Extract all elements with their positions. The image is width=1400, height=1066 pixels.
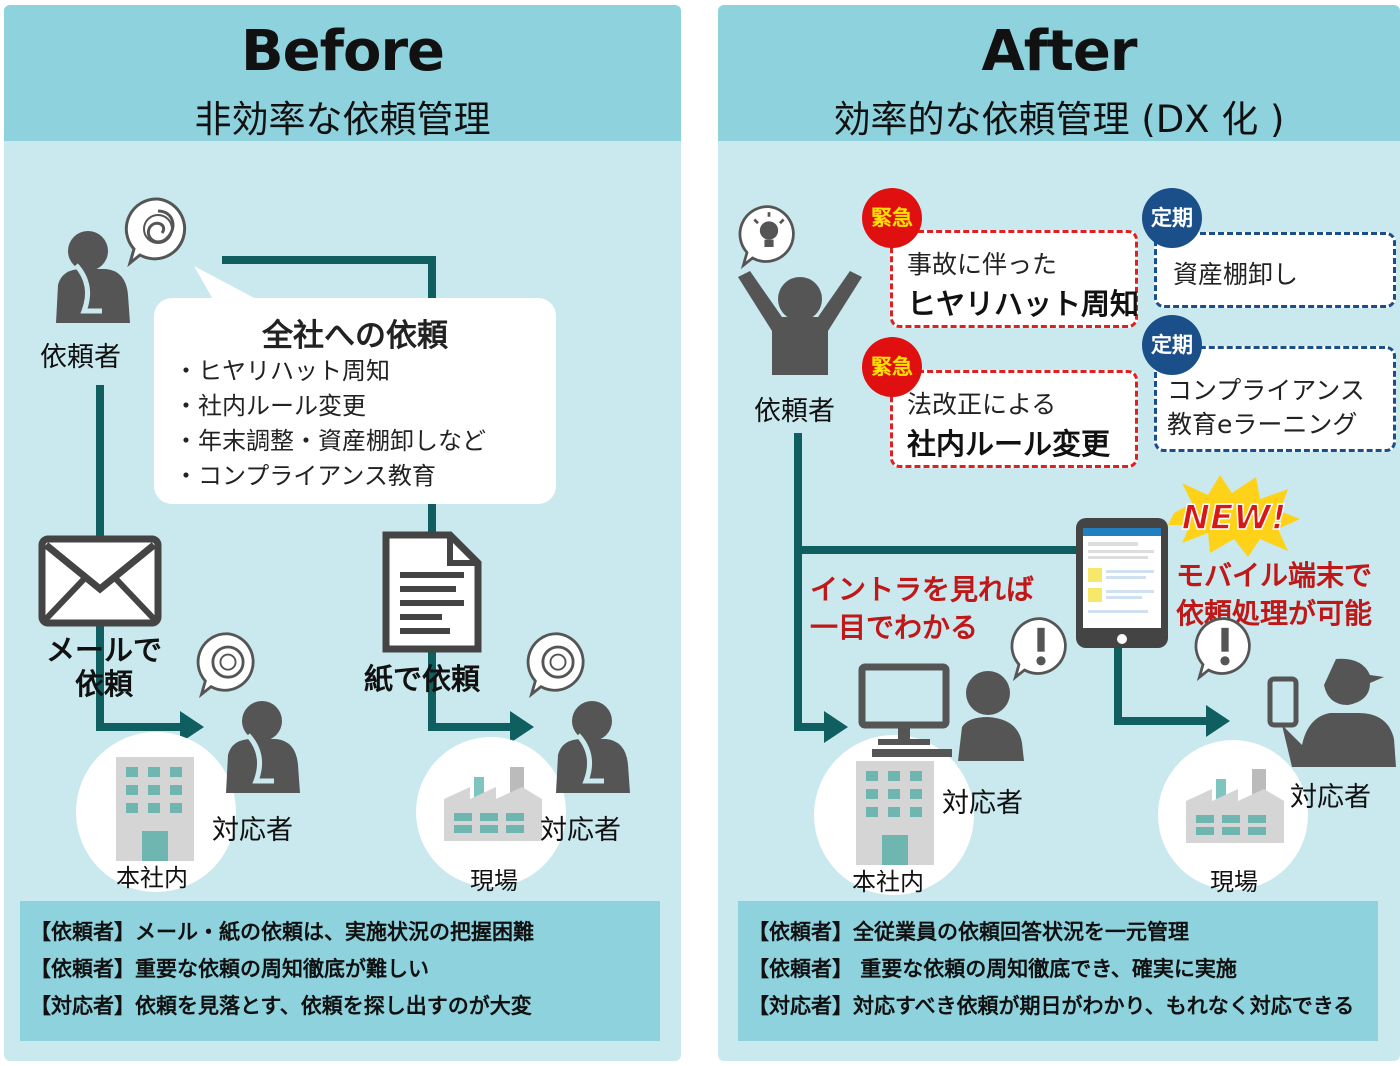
new-badge-text: NEW!: [1182, 498, 1287, 538]
before-responder-label-2: 対応者: [540, 815, 621, 846]
mail-flow-line: [96, 385, 184, 731]
regular-badge: 定期: [1142, 315, 1202, 375]
after-benefits-box: 【依頼者】全従業員の依頼回答状況を一元管理 【依頼者】 重要な依頼の周知徹底でき…: [738, 901, 1378, 1041]
after-site-label: 現場: [1210, 868, 1258, 896]
paper-label: 紙で依頼: [364, 662, 481, 696]
regular-card-inventory: 資産棚卸し: [1154, 232, 1396, 308]
card-text: 教育eラーニング: [1167, 410, 1358, 439]
worried-requester-icon: [56, 231, 130, 323]
urgent-badge: 緊急: [862, 188, 922, 248]
office-building-icon: [116, 757, 194, 861]
issue-line: 【依頼者】メール・紙の依頼は、実施状況の把握困難: [30, 920, 534, 944]
after-subtitle: 効率的な依頼管理 (DX 化 ): [833, 98, 1285, 141]
before-issues-box: 【依頼者】メール・紙の依頼は、実施状況の把握困難 【依頼者】重要な依頼の周知徹底…: [20, 901, 660, 1041]
after-requester-label: 依頼者: [754, 396, 835, 427]
worried-responder-icon: [226, 701, 300, 793]
urgent-card-near-miss: 事故に伴った ヒヤリハット周知: [890, 230, 1140, 328]
tablet-icon[interactable]: [1074, 516, 1170, 650]
caption-line: 一目でわかる: [810, 611, 979, 644]
pc-worker-icon: [858, 663, 1024, 761]
field-worker-phone-icon: [1267, 658, 1396, 767]
mobile-caption: モバイル端末で 依頼処理が可能: [1176, 557, 1372, 633]
card-title: 社内ルール変更: [907, 427, 1111, 461]
benefit-line: 【依頼者】全従業員の依頼回答状況を一元管理: [748, 920, 1189, 944]
benefit-line: 【依頼者】 重要な依頼の周知徹底でき、確実に実施: [748, 957, 1237, 981]
worried-responder-icon: [556, 701, 630, 793]
before-site-label: 現場: [470, 867, 518, 895]
after-title: After: [981, 19, 1137, 84]
mail-label-line2: 依頼: [74, 667, 133, 701]
issue-line: 【依頼者】重要な依頼の周知徹底が難しい: [30, 957, 429, 981]
exclamation-bubble-icon: [1194, 617, 1251, 681]
list-item: ・ヒヤリハット周知: [174, 357, 390, 385]
urgent-card-rule-change: 法改正による 社内ルール変更: [890, 370, 1138, 468]
before-requester-label: 依頼者: [40, 342, 121, 373]
new-burst-icon: NEW!: [1168, 475, 1300, 557]
mobile-flow-line: [1114, 615, 1210, 725]
mail-label-line1: メールで: [45, 633, 162, 667]
after-header: After 効率的な依頼管理 (DX 化 ): [718, 5, 1400, 141]
before-responder-label-1: 対応者: [212, 815, 293, 846]
before-title: Before: [240, 19, 445, 84]
bubble-list: ・ヒヤリハット周知 ・社内ルール変更 ・年末調整・資産棚卸しなど ・コンプライア…: [174, 354, 486, 494]
after-responder-label-1: 対応者: [942, 788, 1023, 819]
card-text: 事故に伴った: [907, 250, 1058, 279]
after-panel: After 効率的な依頼管理 (DX 化 ) 依頼者 事故に伴った ヒヤリハット…: [718, 5, 1400, 1061]
list-item: ・年末調整・資産棚卸しなど: [174, 427, 486, 455]
before-hq-label: 本社内: [116, 864, 188, 892]
intranet-arrow-icon: [824, 711, 848, 743]
issue-line: 【対応者】依頼を見落とす、依頼を探し出すのが大変: [30, 994, 532, 1018]
list-item: ・社内ルール変更: [174, 392, 366, 420]
intranet-flow-line: [794, 433, 828, 731]
factory-icon: [444, 767, 542, 841]
factory-icon: [1186, 769, 1284, 843]
card-title: ヒヤリハット周知: [907, 287, 1140, 321]
regular-badge: 定期: [1142, 188, 1202, 248]
bubble-title: 全社への依頼: [262, 318, 448, 354]
document-icon: [382, 531, 482, 653]
bubble-tail: [194, 266, 258, 308]
before-subtitle: 非効率な依頼管理: [194, 98, 491, 141]
before-header: Before 非効率な依頼管理: [4, 5, 681, 141]
request-bubble: 全社への依頼 ・ヒヤリハット周知 ・社内ルール変更 ・年末調整・資産棚卸しなど …: [154, 298, 556, 504]
list-item: ・コンプライアンス教育: [174, 462, 436, 490]
card-text: 法改正による: [907, 390, 1057, 419]
exclamation-bubble-icon: [1010, 617, 1067, 681]
before-panel: Before 非効率な依頼管理 依頼者 全社への依頼 ・ヒヤリハット周知 ・社内…: [4, 5, 681, 1061]
benefit-line: 【対応者】対応すべき依頼が期日がわかり、もれなく対応できる: [748, 994, 1355, 1018]
after-flow-lines: [794, 433, 1230, 743]
lightbulb-idea-icon: [738, 205, 795, 269]
paper-arrow-icon: [510, 711, 534, 743]
after-hq-label: 本社内: [852, 868, 924, 896]
card-text: コンプライアンス: [1167, 376, 1365, 405]
caption-line: モバイル端末で: [1176, 559, 1373, 592]
confused-thought-icon: [196, 632, 255, 698]
card-text: 資産棚卸し: [1173, 260, 1299, 289]
after-responder-label-2: 対応者: [1290, 782, 1371, 813]
urgent-badge: 緊急: [862, 337, 922, 397]
mail-label: メールで 依頼: [34, 633, 174, 701]
mobile-arrow-icon: [1206, 705, 1230, 737]
intranet-caption: イントラを見れば 一目でわかる: [810, 571, 1034, 647]
mail-arrow-icon: [180, 711, 204, 743]
happy-requester-icon: [738, 271, 862, 375]
confused-thought-icon: [526, 632, 585, 698]
regular-card-compliance: コンプライアンス 教育eラーニング: [1154, 346, 1396, 452]
confused-thought-icon: [124, 197, 187, 267]
office-building-icon: [856, 761, 934, 865]
mail-icon: [38, 535, 162, 627]
caption-line: イントラを見れば: [810, 573, 1035, 606]
